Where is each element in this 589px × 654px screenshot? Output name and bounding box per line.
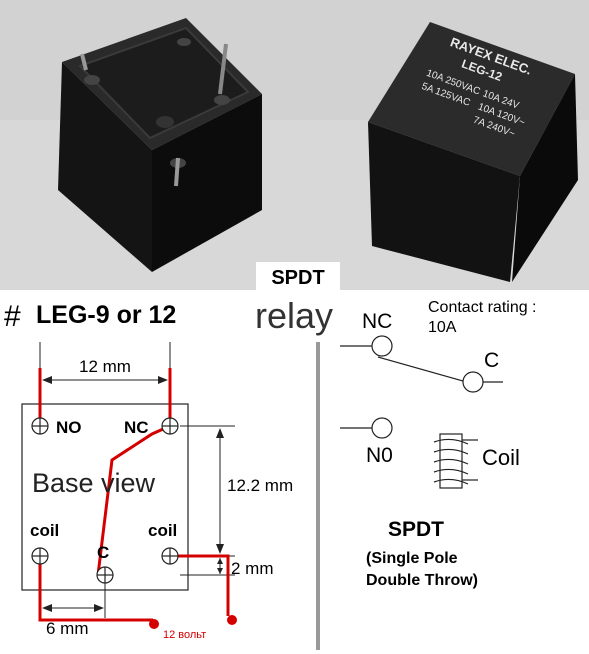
wire-nc-to-c (96, 424, 171, 576)
wire-coil-left (38, 556, 153, 622)
title-hash: # (4, 300, 21, 333)
schematic-coil-label: Coil (482, 445, 520, 470)
pin-coil-left-label: coil (30, 521, 59, 540)
coil-windings (433, 438, 469, 485)
base-view: 12 mm 12.2 mm 2 mm 6 mm 12 вольт (21, 342, 293, 641)
base-view-label: Base view (32, 468, 156, 498)
pin-coil-right (161, 547, 179, 565)
schematic-desc-line2: Double Throw) (366, 572, 478, 589)
pin-nc-label: NC (124, 418, 149, 437)
schematic-nc-label: NC (362, 310, 392, 333)
pin-no-label: NO (56, 418, 82, 437)
dim-width-label: 12 mm (79, 357, 131, 376)
switch-arm (377, 356, 471, 384)
pin-coil-left (31, 547, 49, 565)
wire-coil-right (170, 554, 230, 616)
dim-height-label: 12.2 mm (227, 476, 293, 495)
nc-terminal (371, 335, 393, 357)
pin-coil-right-label: coil (148, 521, 177, 540)
red-wires (38, 368, 230, 622)
title-model: LEG-9 or 12 (36, 301, 176, 329)
photo-caption: SPDT (271, 267, 324, 289)
pin-no (31, 417, 49, 435)
c-terminal (462, 371, 484, 393)
no-terminal (371, 417, 393, 439)
voltage-annotation: 12 вольт (163, 629, 206, 641)
dim-pitch-label: 6 mm (46, 619, 89, 638)
relay-photo-top: RAYEX ELEC. LEG-12 10A 250VAC 5A 125VAC … (368, 22, 578, 282)
pin-nc (161, 417, 179, 435)
contact-rating-value: 10A (428, 319, 457, 336)
pin-c (96, 566, 114, 584)
wire-end-left (149, 619, 159, 629)
contact-rating-label: Contact rating : (428, 299, 537, 316)
schematic: NC C N0 Coil SPDT (Single Pole Double Th… (340, 310, 520, 589)
photo-caption-box (256, 262, 340, 290)
schematic-c-label: C (484, 349, 499, 372)
schematic-type: SPDT (388, 518, 444, 541)
title-word: relay (255, 295, 333, 336)
schematic-desc-line1: (Single Pole (366, 550, 458, 567)
schematic-no-label: N0 (366, 444, 393, 467)
pin-c-label: C (97, 543, 109, 562)
wire-end-right (227, 615, 237, 625)
dim-offset-label: 2 mm (231, 559, 274, 578)
relay-photo-bottom (58, 18, 262, 272)
